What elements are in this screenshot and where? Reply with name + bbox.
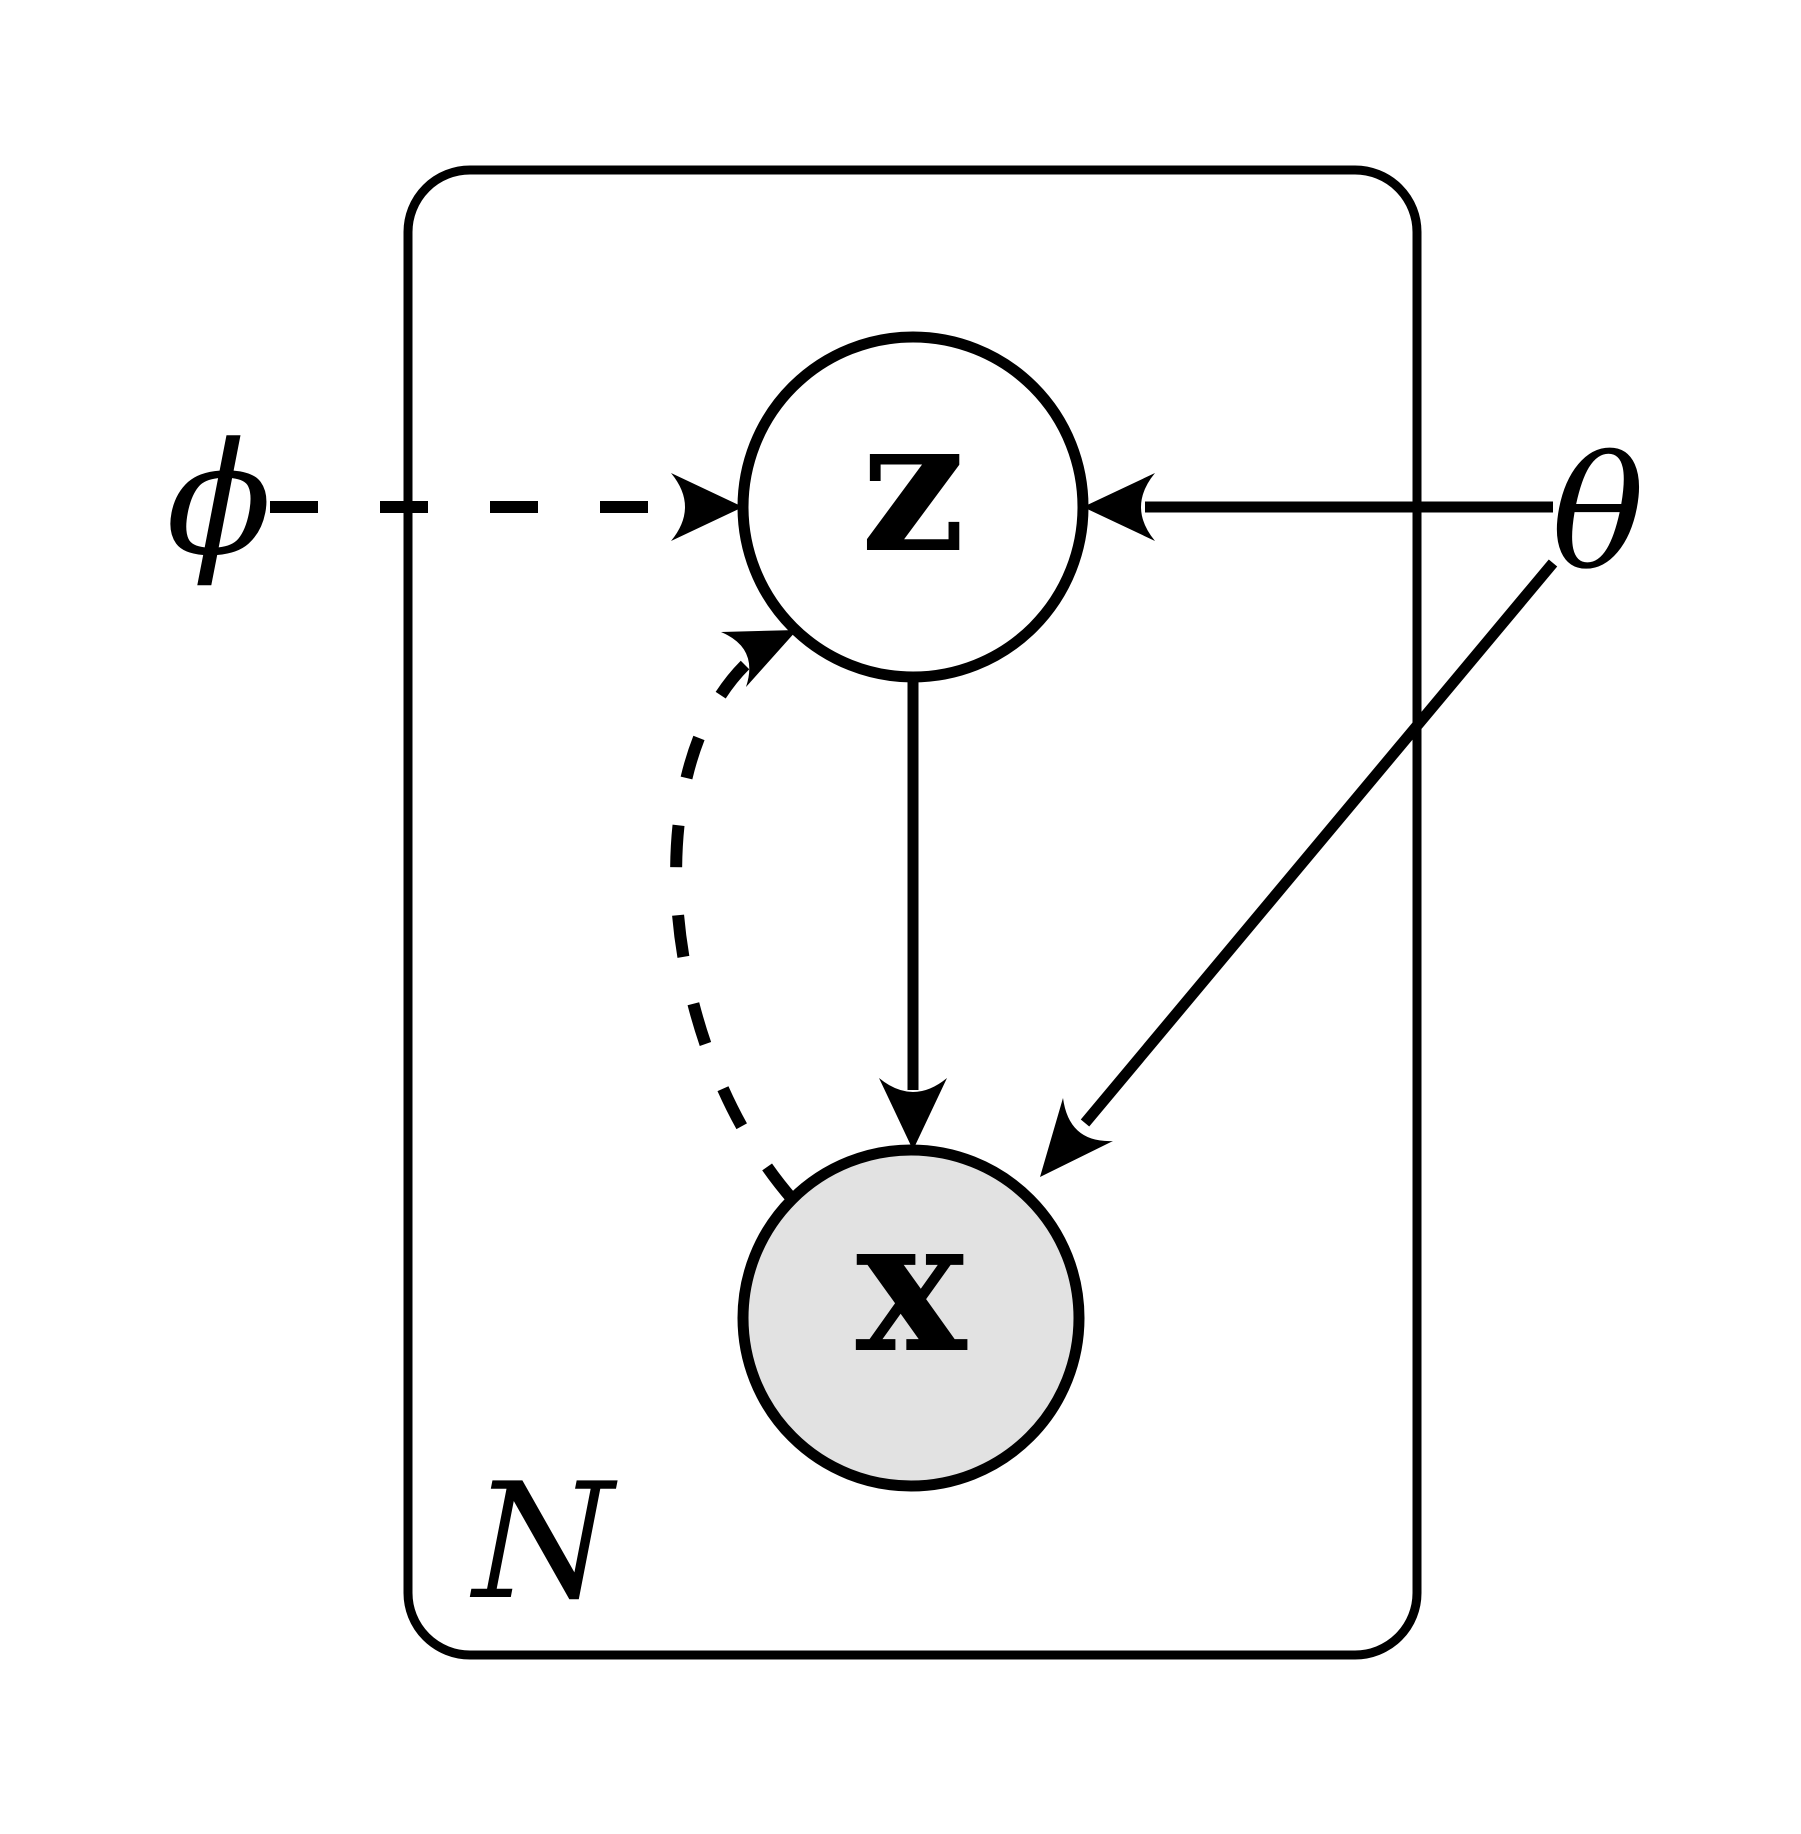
plate-label: N [469, 1448, 618, 1635]
node-x-label: x [856, 1176, 968, 1394]
node-z-label: z [860, 376, 965, 594]
node-x-circle [737, 1144, 1085, 1492]
edge-theta-to-x [1080, 559, 1558, 1127]
plate-rect [403, 165, 1422, 1660]
arrowhead-theta-to-z [1083, 473, 1155, 541]
node-z-circle [737, 331, 1089, 683]
arrowhead-theta-to-x [1040, 1098, 1113, 1177]
edge-x-to-z [670, 660, 798, 1204]
arrowhead-x-to-z [721, 630, 797, 687]
param-theta-label: θ [1551, 423, 1644, 604]
arrowhead-phi-to-z [671, 473, 743, 541]
arrowhead-z-to-x [879, 1078, 947, 1150]
param-phi-label: ϕ [166, 409, 272, 590]
